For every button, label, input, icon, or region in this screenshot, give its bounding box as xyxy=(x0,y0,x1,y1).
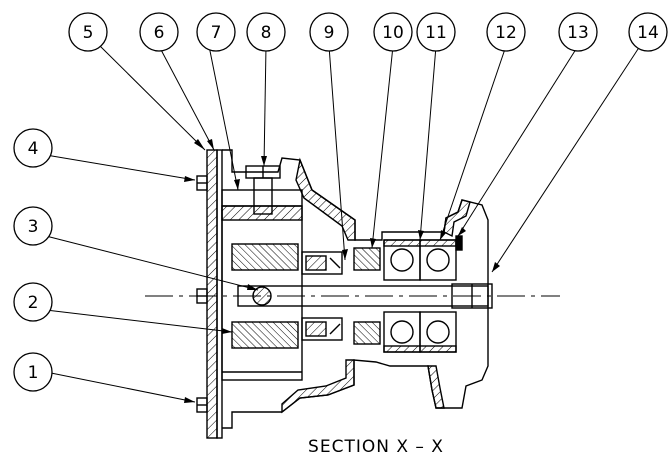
bearing-ball xyxy=(426,248,450,272)
cover-screw-top xyxy=(196,175,208,191)
shaft xyxy=(237,285,489,307)
body-wall-lower xyxy=(281,359,355,414)
callout-balloons-top xyxy=(68,12,668,52)
callout-labels-left: 4 3 2 1 xyxy=(28,139,39,383)
bearing-housing-wall-lower xyxy=(427,365,445,409)
circlip xyxy=(455,235,463,251)
pump-assembly xyxy=(145,149,560,439)
impeller-upper xyxy=(231,243,299,271)
bearing-ball xyxy=(390,248,414,272)
callout-balloon xyxy=(309,12,349,52)
callout-label-4: 4 xyxy=(28,139,39,159)
callout-balloon xyxy=(13,352,53,392)
callout-balloon xyxy=(628,12,668,52)
callout-balloon xyxy=(416,12,456,52)
bearing-ball xyxy=(390,320,414,344)
callout-balloon xyxy=(486,12,526,52)
callout-label-13: 13 xyxy=(567,23,589,43)
callout-label-7: 7 xyxy=(211,23,222,43)
impeller-lower xyxy=(231,321,299,349)
callout-label-12: 12 xyxy=(495,23,517,43)
seal-housing-upper xyxy=(301,251,343,275)
impeller-housing xyxy=(221,189,303,381)
callout-label-10: 10 xyxy=(382,23,404,43)
callout-balloon xyxy=(13,128,53,168)
callout-balloon xyxy=(558,12,598,52)
callout-balloon xyxy=(196,12,236,52)
callout-label-5: 5 xyxy=(83,23,94,43)
callout-balloon xyxy=(246,12,286,52)
cover-screw-bottom xyxy=(196,397,208,413)
lip-seal-upper xyxy=(353,247,381,271)
seal-housing-lower xyxy=(301,317,343,341)
callout-balloon xyxy=(139,12,179,52)
callout-balloon xyxy=(373,12,413,52)
callout-balloons-left xyxy=(13,128,53,392)
section-title: SECTION X – X xyxy=(308,437,444,457)
lip-seal-lower xyxy=(353,321,381,345)
callout-balloon xyxy=(13,206,53,246)
arrowheads xyxy=(184,139,500,403)
callout-label-3: 3 xyxy=(28,217,39,237)
body-wall-upper xyxy=(295,157,356,241)
bearing-ball xyxy=(426,320,450,344)
callout-label-11: 11 xyxy=(425,23,447,43)
callout-label-1: 1 xyxy=(28,363,39,383)
drive-pin xyxy=(252,286,272,306)
cover-plate xyxy=(206,149,218,439)
bearing-housing-wall xyxy=(443,199,471,238)
callout-labels-top: 5 6 7 8 9 10 11 12 13 14 xyxy=(83,23,659,43)
leader-lines xyxy=(45,45,641,403)
gasket xyxy=(216,149,223,439)
cover-screw-middle xyxy=(196,288,208,304)
callout-label-2: 2 xyxy=(28,293,39,313)
callout-label-9: 9 xyxy=(324,23,335,43)
callout-label-6: 6 xyxy=(154,23,165,43)
callout-label-14: 14 xyxy=(637,23,659,43)
callout-balloon xyxy=(68,12,108,52)
callout-balloon xyxy=(13,282,53,322)
cam-block xyxy=(221,205,303,221)
callout-label-8: 8 xyxy=(261,23,272,43)
